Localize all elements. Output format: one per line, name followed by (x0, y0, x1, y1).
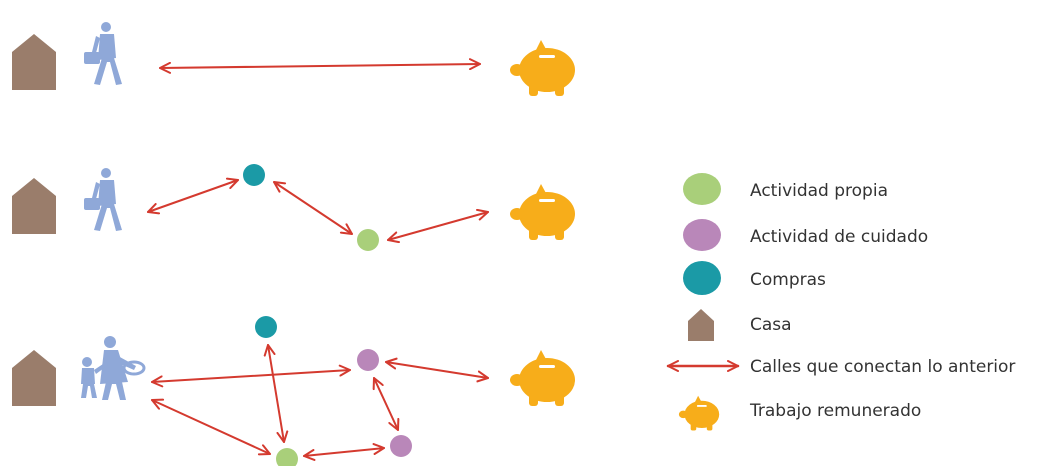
piggy-bank-icon (510, 184, 575, 240)
street-arrow (385, 357, 489, 383)
legend-label-house: Casa (750, 315, 792, 335)
legend-house-icon (688, 309, 714, 341)
street-arrow (159, 58, 481, 74)
street-arrow (303, 443, 385, 461)
legend-green-circle (683, 173, 721, 205)
street-arrow (387, 208, 489, 244)
piggy-bank-icon (510, 350, 575, 406)
legend-label-own-activity: Actividad propia (750, 181, 888, 201)
care-activity-circle (357, 349, 379, 371)
own-activity-circle (276, 448, 298, 466)
legend-label-shopping: Compras (750, 270, 826, 290)
house-icon (12, 350, 56, 406)
shopping-circle (255, 316, 277, 338)
house-icon (12, 178, 56, 234)
piggy-bank-icon (510, 40, 575, 96)
legend-label-streets: Calles que conectan lo anterior (750, 357, 1015, 377)
walking-person-icon (84, 22, 122, 85)
street-arrow (273, 181, 353, 235)
legend-purple-circle (683, 219, 721, 251)
walking-person-icon (84, 168, 122, 231)
street-arrow (151, 364, 351, 388)
street-arrow (372, 377, 400, 431)
legend-label-care-activity: Actividad de cuidado (750, 227, 928, 247)
legend-piggy-bank-icon (678, 395, 720, 431)
street-arrow (263, 344, 289, 443)
care-activity-circle (390, 435, 412, 457)
legend: Actividad propia Actividad de cuidado Co… (666, 173, 1015, 431)
legend-teal-circle (683, 261, 721, 295)
shopping-circle (243, 164, 265, 186)
house-icon (12, 34, 56, 90)
street-arrow (147, 177, 239, 215)
street-arrow (151, 398, 271, 456)
mother-child-icon (79, 334, 146, 402)
own-activity-circle (357, 229, 379, 251)
legend-label-paid-work: Trabajo remunerado (749, 401, 921, 421)
